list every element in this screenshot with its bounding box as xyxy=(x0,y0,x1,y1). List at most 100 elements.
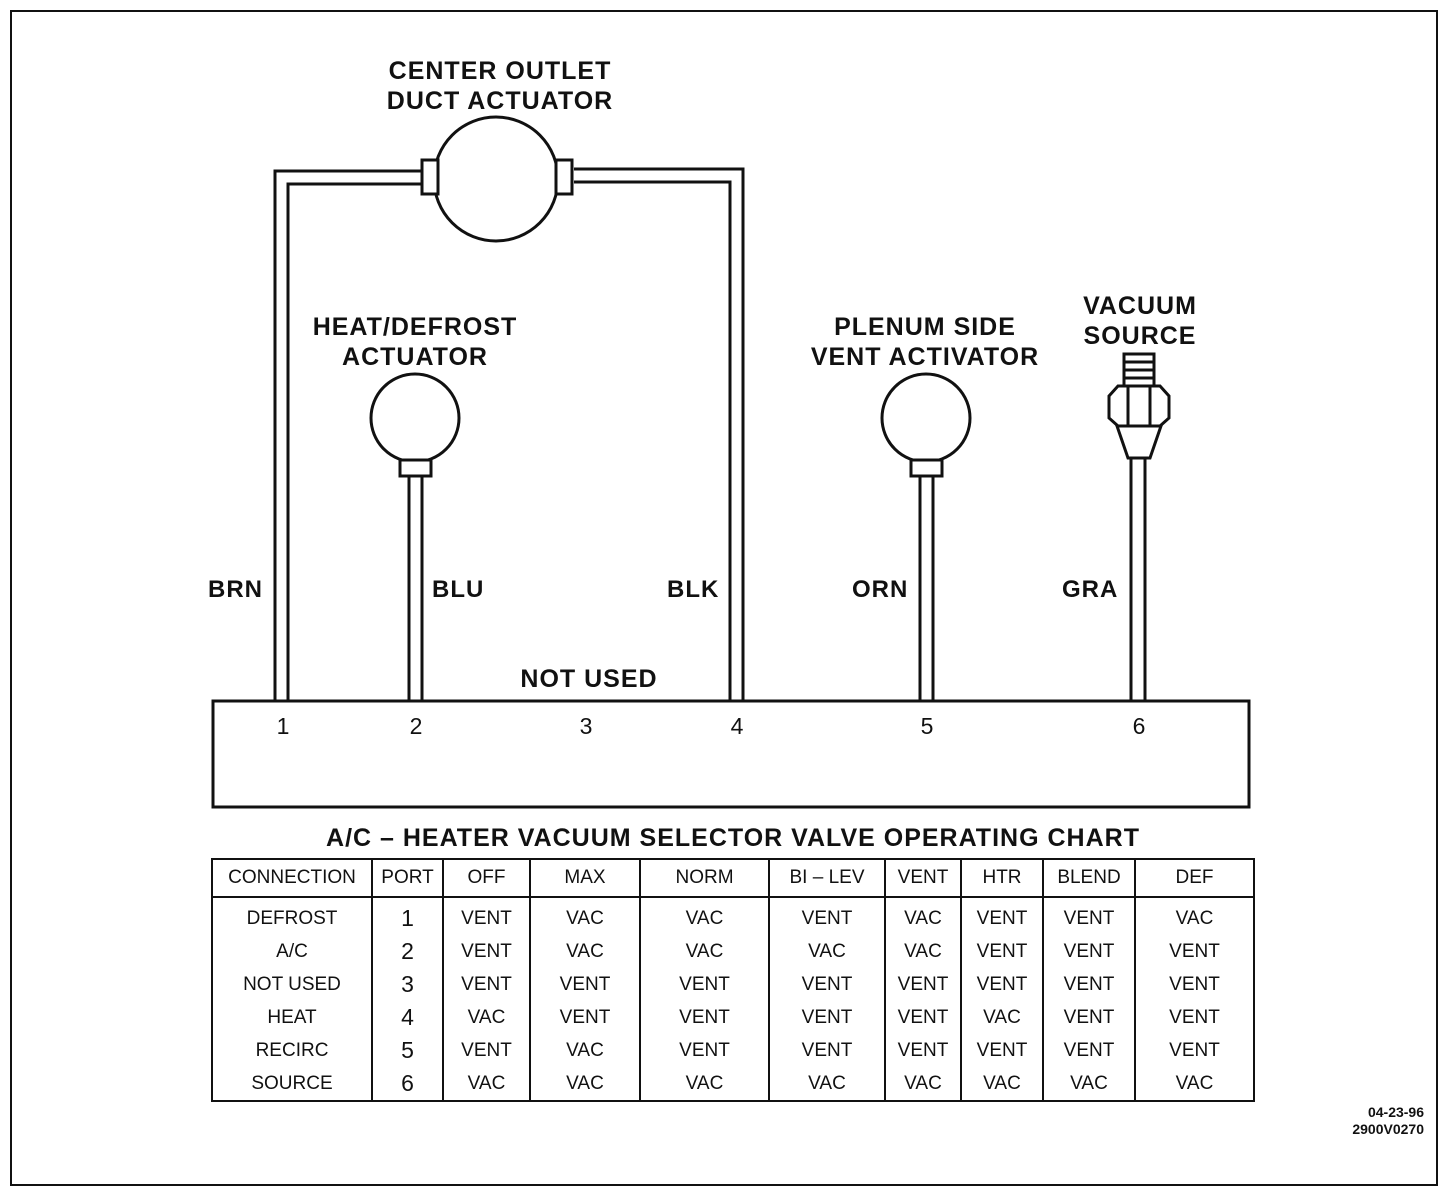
blu-hose xyxy=(407,476,424,700)
cell-vent: VAC xyxy=(884,935,961,968)
header-htr: HTR xyxy=(960,859,1043,898)
wire-label-gra: GRA xyxy=(1062,576,1119,603)
cell-port: 1 xyxy=(371,897,443,935)
table-row: RECIRC 5 VENT VAC VENT VENT VENT VENT VE… xyxy=(211,1034,1254,1067)
figure-date: 04-23-96 xyxy=(1367,1104,1424,1120)
cell-off: VENT xyxy=(442,935,530,968)
cell-port: 4 xyxy=(371,1001,443,1034)
table-header-row: CONNECTION PORT OFF MAX NORM BI – LEV VE… xyxy=(211,859,1254,898)
header-bi-lev: BI – LEV xyxy=(768,859,885,898)
cell-htr: VENT xyxy=(960,897,1043,935)
cell-htr: VENT xyxy=(960,968,1043,1001)
cell-bi-lev: VENT xyxy=(768,1001,885,1034)
heat-defrost-label-line1: HEAT/DEFROST xyxy=(312,313,518,341)
cell-port: 6 xyxy=(371,1067,443,1101)
chart-title: A/C – HEATER VACUUM SELECTOR VALVE OPERA… xyxy=(326,824,1140,852)
center-outlet-label: CENTER OUTLET DUCT ACTUATOR xyxy=(340,56,660,116)
wire-label-blk: BLK xyxy=(667,576,720,603)
table-row: HEAT 4 VAC VENT VENT VENT VENT VAC VENT … xyxy=(211,1001,1254,1034)
cell-port: 2 xyxy=(371,935,443,968)
port-number-4: 4 xyxy=(730,713,744,739)
plenum-side-label-line2: VENT ACTIVATOR xyxy=(810,343,1040,371)
cell-off: VAC xyxy=(442,1001,530,1034)
center-outlet-label-line1: CENTER OUTLET xyxy=(388,57,612,85)
center-outlet-actuator xyxy=(420,115,574,243)
header-norm: NORM xyxy=(639,859,769,898)
heat-defrost-label-line2: ACTUATOR xyxy=(342,343,488,371)
plenum-side-actuator xyxy=(880,372,972,478)
port-number-6: 6 xyxy=(1132,713,1146,739)
cell-def: VENT xyxy=(1134,935,1254,968)
header-blend: BLEND xyxy=(1042,859,1135,898)
wire-label-blu: BLU xyxy=(432,576,485,603)
header-connection: CONNECTION xyxy=(211,859,372,898)
plenum-side-label: PLENUM SIDE VENT ACTIVATOR xyxy=(780,312,1070,372)
header-off: OFF xyxy=(442,859,530,898)
cell-connection: NOT USED xyxy=(211,968,372,1001)
port-number-2: 2 xyxy=(409,713,423,739)
center-outlet-label-line2: DUCT ACTUATOR xyxy=(386,87,614,115)
cell-def: VAC xyxy=(1134,1067,1254,1101)
heat-defrost-actuator xyxy=(369,372,461,478)
cell-port: 5 xyxy=(371,1034,443,1067)
table-row: NOT USED 3 VENT VENT VENT VENT VENT VENT… xyxy=(211,968,1254,1001)
table-row: A/C 2 VENT VAC VAC VAC VAC VENT VENT VEN… xyxy=(211,935,1254,968)
cell-max: VENT xyxy=(529,1001,640,1034)
cell-norm: VENT xyxy=(639,1034,769,1067)
plenum-side-label-line1: PLENUM SIDE xyxy=(834,313,1016,341)
cell-norm: VAC xyxy=(639,1067,769,1101)
cell-blend: VENT xyxy=(1042,935,1135,968)
vacuum-source-label-line1: VACUUM xyxy=(1083,292,1197,320)
cell-norm: VAC xyxy=(639,935,769,968)
brn-hose xyxy=(273,169,422,700)
gra-hose xyxy=(1129,458,1147,700)
wire-label-orn: ORN xyxy=(852,576,909,603)
vacuum-source-label: VACUUM SOURCE xyxy=(1060,291,1220,351)
cell-bi-lev: VAC xyxy=(768,935,885,968)
cell-bi-lev: VENT xyxy=(768,1034,885,1067)
cell-bi-lev: VAC xyxy=(768,1067,885,1101)
table-row: DEFROST 1 VENT VAC VAC VENT VAC VENT VEN… xyxy=(211,897,1254,935)
cell-off: VENT xyxy=(442,968,530,1001)
cell-max: VENT xyxy=(529,968,640,1001)
figure-code: 2900V0270 xyxy=(1352,1121,1424,1137)
cell-def: VENT xyxy=(1134,968,1254,1001)
port-number-3: 3 xyxy=(579,713,593,739)
table-row: SOURCE 6 VAC VAC VAC VAC VAC VAC VAC VAC xyxy=(211,1067,1254,1101)
cell-htr: VAC xyxy=(960,1067,1043,1101)
cell-vent: VENT xyxy=(884,1001,961,1034)
not-used-label: NOT USED xyxy=(520,665,658,693)
cell-connection: A/C xyxy=(211,935,372,968)
cell-norm: VENT xyxy=(639,968,769,1001)
cell-bi-lev: VENT xyxy=(768,968,885,1001)
cell-connection: HEAT xyxy=(211,1001,372,1034)
vacuum-source-label-line2: SOURCE xyxy=(1083,322,1197,350)
figure-reference: 04-23-96 2900V0270 xyxy=(1300,1104,1424,1138)
cell-htr: VENT xyxy=(960,1034,1043,1067)
figure-frame xyxy=(10,10,1438,1186)
cell-connection: SOURCE xyxy=(211,1067,372,1101)
cell-off: VENT xyxy=(442,897,530,935)
cell-connection: DEFROST xyxy=(211,897,372,935)
cell-blend: VAC xyxy=(1042,1067,1135,1101)
cell-max: VAC xyxy=(529,935,640,968)
cell-vent: VENT xyxy=(884,968,961,1001)
cell-vent: VENT xyxy=(884,1034,961,1067)
header-vent: VENT xyxy=(884,859,961,898)
cell-blend: VENT xyxy=(1042,968,1135,1001)
cell-bi-lev: VENT xyxy=(768,897,885,935)
cell-blend: VENT xyxy=(1042,897,1135,935)
selector-valve-block xyxy=(211,699,1251,809)
header-max: MAX xyxy=(529,859,640,898)
cell-max: VAC xyxy=(529,897,640,935)
cell-blend: VENT xyxy=(1042,1001,1135,1034)
cell-norm: VAC xyxy=(639,897,769,935)
heat-defrost-label: HEAT/DEFROST ACTUATOR xyxy=(265,312,565,372)
vacuum-source-fitting xyxy=(1107,352,1171,460)
header-def: DEF xyxy=(1134,859,1254,898)
cell-max: VAC xyxy=(529,1067,640,1101)
cell-norm: VENT xyxy=(639,1001,769,1034)
cell-htr: VAC xyxy=(960,1001,1043,1034)
cell-off: VAC xyxy=(442,1067,530,1101)
